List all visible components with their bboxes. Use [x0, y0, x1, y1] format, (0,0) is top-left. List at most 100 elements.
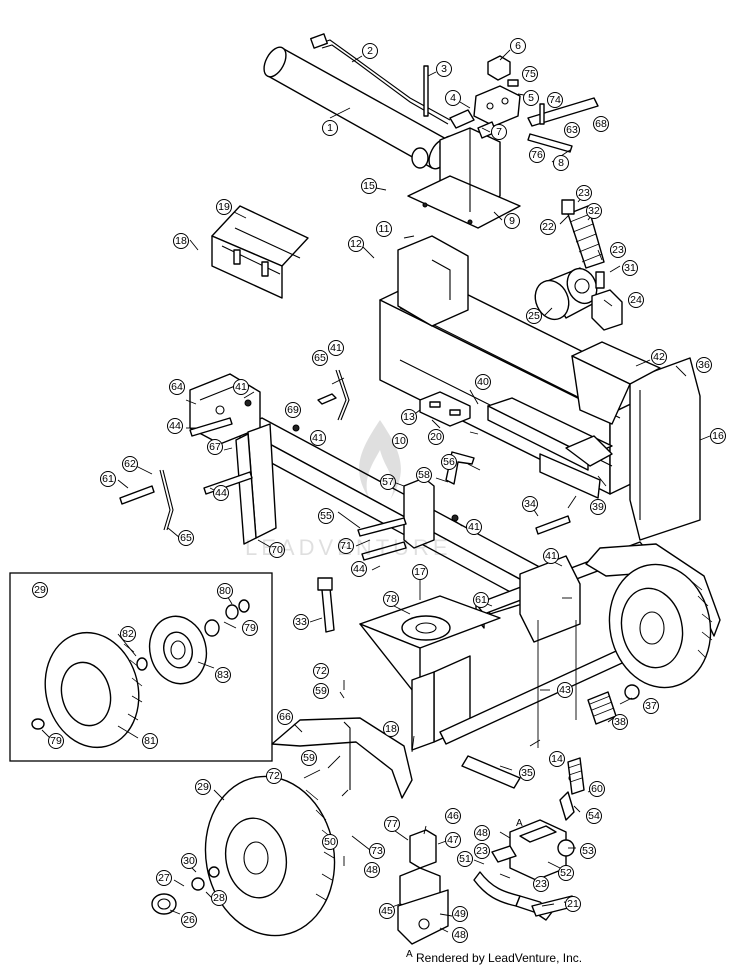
svg-text:23: 23	[578, 187, 590, 199]
callout-11: 11	[376, 221, 392, 237]
callout-3: 3	[436, 61, 452, 77]
callout-5: 5	[523, 90, 539, 106]
callout-37: 37	[643, 698, 659, 714]
svg-text:48: 48	[476, 827, 488, 839]
callout-46: 46	[445, 808, 461, 824]
callout-25: 25	[526, 308, 542, 324]
svg-text:17: 17	[414, 566, 426, 578]
callout-4: 4	[445, 90, 461, 106]
svg-text:72: 72	[268, 770, 280, 782]
callout-81: 81	[142, 733, 158, 749]
callout-6: 6	[510, 38, 526, 54]
svg-text:1: 1	[327, 122, 333, 134]
svg-text:58: 58	[418, 469, 430, 481]
callout-66: 66	[277, 709, 293, 725]
cylinder-mount-bracket	[407, 127, 521, 229]
svg-text:29: 29	[34, 584, 46, 596]
callout-41a: 41	[328, 340, 344, 356]
callout-9: 9	[504, 213, 520, 229]
callout-41d: 41	[466, 519, 482, 535]
callout-42: 42	[651, 349, 667, 365]
callout-59a: 59	[313, 683, 329, 699]
svg-text:39: 39	[592, 501, 604, 513]
callout-17: 17	[412, 564, 428, 580]
svg-text:16: 16	[712, 430, 724, 442]
svg-text:79: 79	[244, 622, 256, 634]
callout-29b: 29	[195, 779, 211, 795]
callout-48b: 48	[364, 862, 380, 878]
svg-text:9: 9	[509, 215, 515, 227]
svg-text:65: 65	[180, 532, 192, 544]
svg-text:49: 49	[454, 908, 466, 920]
svg-text:46: 46	[447, 810, 459, 822]
svg-text:61: 61	[102, 473, 114, 485]
svg-text:15: 15	[363, 180, 375, 192]
right-spindle-spring	[587, 684, 640, 725]
callout-52: 52	[558, 865, 574, 881]
svg-text:48: 48	[454, 929, 466, 941]
svg-text:44: 44	[215, 487, 227, 499]
callout-61a: 61	[100, 471, 116, 487]
callout-45: 45	[379, 903, 395, 919]
pressure-hose	[473, 871, 577, 921]
svg-text:41: 41	[312, 432, 324, 444]
svg-text:18: 18	[385, 723, 397, 735]
svg-text:59: 59	[303, 752, 315, 764]
callout-82: 82	[120, 626, 136, 642]
callout-62: 62	[122, 456, 138, 472]
svg-text:41: 41	[468, 521, 480, 533]
svg-text:18: 18	[175, 235, 187, 247]
callout-69: 69	[285, 402, 301, 418]
callout-58: 58	[416, 467, 432, 483]
callout-41b: 41	[233, 379, 249, 395]
callout-78: 78	[383, 591, 399, 607]
svg-text:70: 70	[271, 544, 283, 556]
log-cradle-plate	[211, 205, 309, 299]
svg-text:69: 69	[287, 404, 299, 416]
oil-filter	[534, 267, 601, 321]
pump-mount-rod	[317, 577, 335, 633]
svg-text:51: 51	[459, 853, 471, 865]
callout-40: 40	[475, 374, 491, 390]
callout-23a: 23	[576, 185, 592, 201]
svg-text:31: 31	[624, 262, 636, 274]
svg-text:25: 25	[528, 310, 540, 322]
svg-text:24: 24	[630, 294, 642, 306]
svg-text:54: 54	[588, 810, 600, 822]
callout-63: 63	[564, 122, 580, 138]
svg-text:77: 77	[386, 818, 398, 830]
callout-44b: 44	[213, 485, 229, 501]
callout-51: 51	[457, 851, 473, 867]
callout-14: 14	[549, 751, 565, 767]
leadventure-watermark-logo	[359, 420, 401, 500]
svg-text:53: 53	[582, 845, 594, 857]
svg-text:32: 32	[588, 205, 600, 217]
svg-text:64: 64	[171, 381, 183, 393]
callout-41e: 41	[543, 548, 559, 564]
svg-text:41: 41	[330, 342, 342, 354]
callout-67: 67	[207, 439, 223, 455]
svg-text:6: 6	[515, 40, 521, 52]
svg-text:63: 63	[566, 124, 578, 136]
svg-text:80: 80	[219, 585, 231, 597]
callout-12: 12	[348, 236, 364, 252]
callout-77: 77	[384, 816, 400, 832]
callout-65b: 65	[178, 530, 194, 546]
svg-text:45: 45	[381, 905, 393, 917]
svg-text:82: 82	[122, 628, 134, 640]
callout-8: 8	[553, 155, 569, 171]
drain-tube	[461, 755, 521, 789]
svg-text:23: 23	[476, 845, 488, 857]
callout-44a: 44	[167, 418, 183, 434]
svg-text:43: 43	[559, 684, 571, 696]
svg-text:41: 41	[545, 550, 557, 562]
callout-65a: 65	[312, 350, 328, 366]
callout-72a: 72	[313, 663, 329, 679]
tongue-stand-leg	[235, 423, 277, 545]
svg-text:5: 5	[528, 92, 534, 104]
callout-27: 27	[156, 870, 172, 886]
callout-71: 71	[338, 538, 354, 554]
svg-text:21: 21	[567, 898, 579, 910]
svg-text:55: 55	[320, 510, 332, 522]
